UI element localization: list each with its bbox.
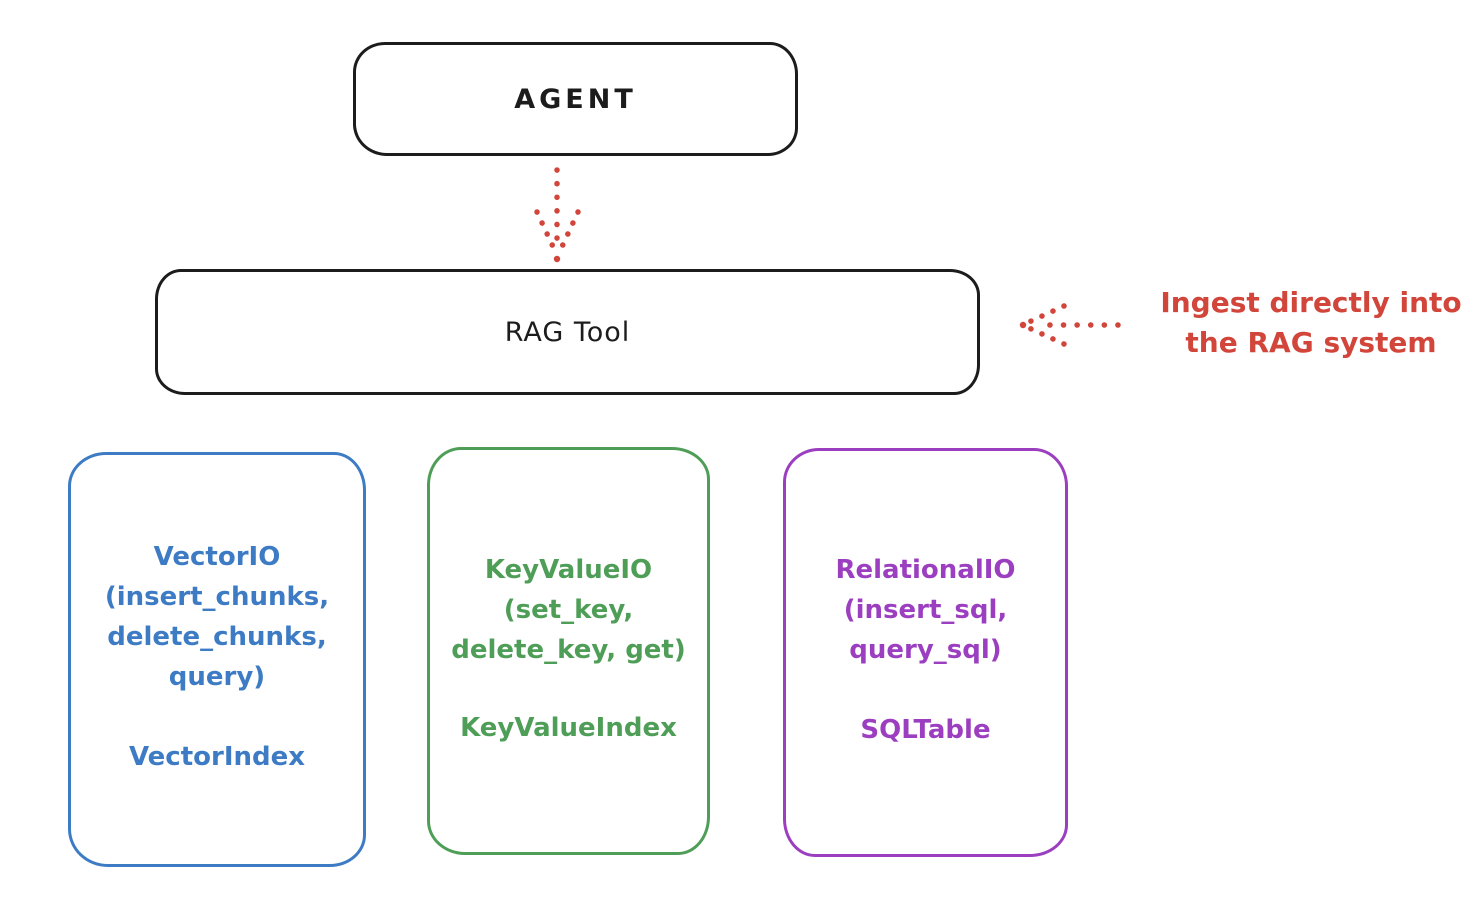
agent-node: AGENT [353,42,798,156]
key-value-index-label: KeyValueIndex [460,713,677,743]
ingest-annotation-line-1: Ingest directly into [1160,286,1462,319]
ingest-annotation-line-2: the RAG system [1185,326,1437,359]
rag-tool-node: RAG Tool [155,269,980,395]
vector-io-node: VectorIO (insert_chunks, delete_chunks, … [68,452,366,867]
relational-io-title: RelationalIO [835,555,1016,585]
vector-io-methods-line-1: (insert_chunks, [104,582,330,612]
ingest-annotation: Ingest directly into the RAG system [1138,283,1484,363]
key-value-io-title: KeyValueIO [484,555,653,585]
vector-io-title: VectorIO [153,542,281,572]
relational-io-node: RelationalIO (insert_sql, query_sql) SQL… [783,448,1068,857]
key-value-io-methods-line-1: (set_key, [503,595,634,625]
vector-io-methods-line-2: delete_chunks, [107,622,327,652]
rag-tool-node-label: RAG Tool [504,316,631,348]
vector-io-methods-line-3: query) [168,662,266,692]
relational-io-methods-line-1: (insert_sql, [843,595,1008,625]
agent-node-label: AGENT [514,83,637,115]
vector-index-label: VectorIndex [128,742,306,772]
key-value-io-methods-line-2: delete_key, get) [451,635,686,665]
agent-to-rag-arrow [534,167,581,263]
key-value-io-node: KeyValueIO (set_key, delete_key, get) Ke… [427,447,710,855]
annotation-to-rag-arrow [1019,303,1121,347]
relational-io-methods-line-2: query_sql) [849,635,1002,665]
sql-table-label: SQLTable [860,715,991,745]
